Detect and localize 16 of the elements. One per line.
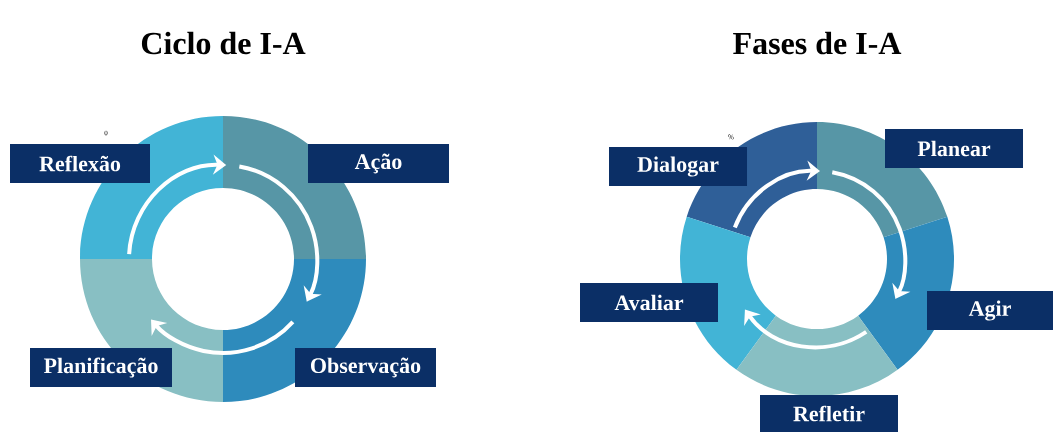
curved-arrow xyxy=(151,319,295,355)
node-label: Agir xyxy=(968,300,1011,321)
ring-segment: Ação xyxy=(223,116,449,259)
ring-segment: Planificação xyxy=(30,259,223,402)
panel-title: Fases de I-A xyxy=(733,31,902,55)
ring-segment: Agir xyxy=(858,216,1053,370)
curved-arrow xyxy=(744,309,868,350)
node-label: Avaliar xyxy=(614,294,684,311)
node-label: Refletir xyxy=(793,405,865,422)
curved-arrow xyxy=(238,164,322,302)
ring-segment: Planear xyxy=(817,122,1023,238)
curved-arrow xyxy=(831,170,911,299)
panel-title: Ciclo de I-A xyxy=(141,31,306,55)
ring-segment: Observação xyxy=(223,259,436,402)
ring-segment: Refletir xyxy=(736,315,898,432)
ring-segment: Avaliar xyxy=(580,216,776,370)
